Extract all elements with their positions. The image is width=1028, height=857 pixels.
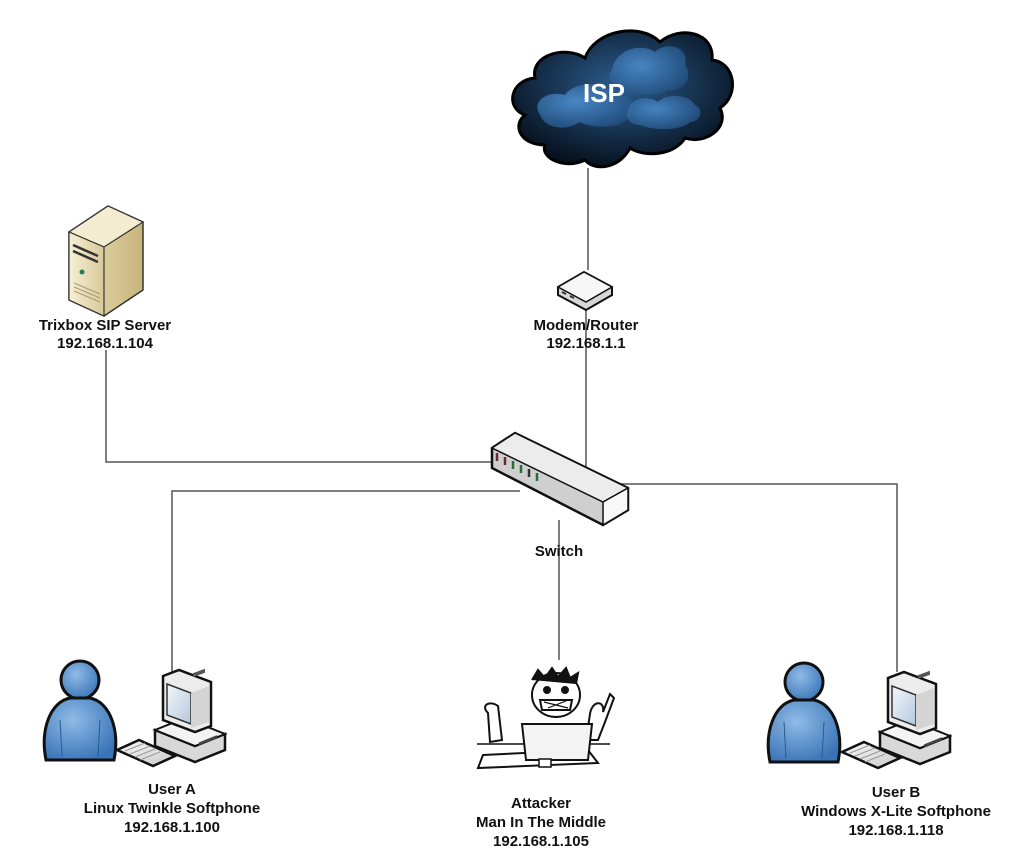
attacker-ip-label: 192.168.1.105 [493,833,589,850]
server-name-label: Trixbox SIP Server [39,317,171,334]
isp-label: ISP [583,78,625,108]
hacker-cartoon-icon [476,666,616,770]
router-ip-label: 192.168.1.1 [546,335,625,352]
user-b-person-icon [766,661,842,764]
user-b-name-label: User B [872,784,921,801]
user-a-ip-label: 192.168.1.100 [124,819,220,836]
attacker-name-label: Attacker [511,795,571,812]
user-b-ip-label: 192.168.1.118 [848,822,943,839]
isp-cloud-icon [511,29,734,169]
user-b-computer-icon [840,669,952,770]
network-switch-icon [490,431,630,527]
link-usera-switch [171,490,520,672]
user-a-computer-icon [115,667,227,768]
attacker-detail-label: Man In The Middle [476,814,606,831]
user-b-detail-label: Windows X-Lite Softphone [801,803,991,820]
user-a-name-label: User A [148,781,196,798]
link-server-switch [105,350,492,463]
router-icon [556,270,614,312]
server-ip-label: 192.168.1.104 [57,335,154,352]
router-name-label: Modem/Router [534,317,639,334]
server-tower-icon [67,205,145,317]
user-a-detail-label: Linux Twinkle Softphone [84,800,260,817]
user-a-person-icon [42,659,118,762]
links [105,168,898,672]
link-userb-switch [620,483,898,672]
switch-name-label: Switch [535,543,583,560]
